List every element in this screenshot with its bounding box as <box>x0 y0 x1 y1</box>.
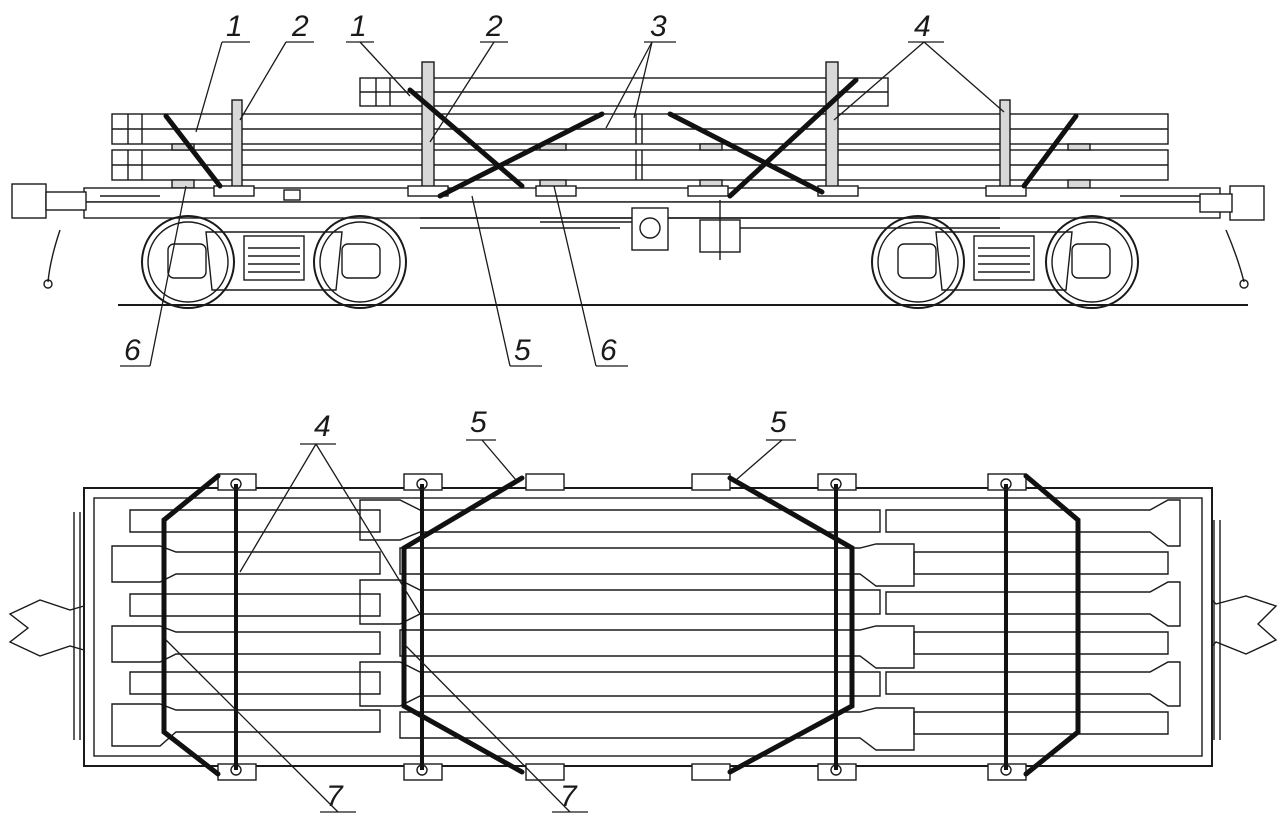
side-view: 1 2 1 2 3 4 6 5 6 <box>11 10 1265 367</box>
callout-4-side: 4 <box>914 10 931 43</box>
callout-5-side: 5 <box>514 334 531 367</box>
callout-7-right: 7 <box>560 780 578 813</box>
callout-2-left: 2 <box>291 10 309 43</box>
callout-7-left: 7 <box>326 780 344 813</box>
callout-1-left: 1 <box>226 10 243 43</box>
callout-3: 3 <box>650 10 667 43</box>
coupler-right <box>1199 185 1265 289</box>
coupler-left <box>11 183 87 289</box>
wire-lashings-side <box>163 77 1079 199</box>
callout-5-top-left: 5 <box>470 406 487 439</box>
coupler-top-right <box>1211 520 1278 740</box>
callout-4-top: 4 <box>314 410 331 443</box>
lashing-straps-top <box>161 473 1081 777</box>
lower-load-layer <box>111 149 1169 181</box>
logs-middle-group <box>359 499 915 751</box>
upper-load-layer <box>359 77 889 107</box>
callout-1-mid: 1 <box>350 10 367 43</box>
top-view: 4 5 5 7 7 <box>8 406 1278 813</box>
callout-2-mid: 2 <box>485 10 503 43</box>
callout-6-left: 6 <box>124 334 141 367</box>
bogie-right <box>871 215 1139 309</box>
logs-right-group <box>885 499 1181 735</box>
callout-5-top-right: 5 <box>770 406 787 439</box>
stake-pockets <box>217 473 1027 781</box>
callout-6-right: 6 <box>600 334 617 367</box>
platform-outline <box>83 487 1213 767</box>
brake-equipment <box>540 200 741 260</box>
bogie-left <box>141 215 407 309</box>
coupler-top-left <box>8 512 85 740</box>
middle-load-layer <box>111 113 1169 145</box>
transverse-ties <box>230 478 1012 776</box>
leader-lines-top <box>165 439 796 813</box>
leader-lines-side <box>120 41 1005 367</box>
logs-left-group <box>111 509 381 747</box>
